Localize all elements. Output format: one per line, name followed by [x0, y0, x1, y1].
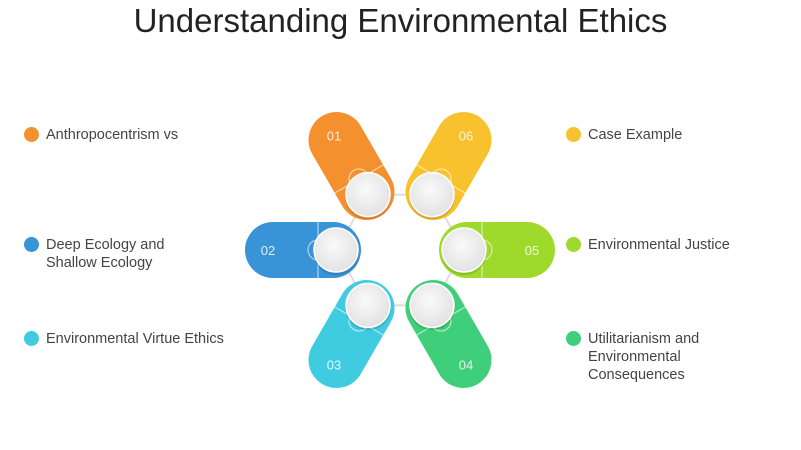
legend-label: Environmental Virtue Ethics — [46, 331, 224, 347]
legend-label: Anthropocentrism vs — [46, 127, 179, 143]
bullet-dot — [566, 237, 581, 252]
pill-03: 03 — [308, 280, 395, 388]
legend-label: Utilitarianism and Environmental Consequ… — [588, 331, 700, 383]
bullet-dot — [24, 127, 39, 142]
bullet-dot — [566, 127, 581, 142]
pill-number: 03 — [327, 357, 341, 372]
bullet-dot — [24, 237, 39, 252]
legend-label: Case Example — [588, 127, 683, 143]
pill-number: 05 — [525, 243, 539, 258]
bullet-dot — [24, 331, 39, 346]
legend-item-05: Environmental Justice — [566, 236, 786, 254]
pill-shape — [308, 280, 395, 388]
pill-shape — [405, 280, 492, 388]
pill-number: 01 — [327, 129, 341, 144]
pill-number: 04 — [459, 357, 473, 372]
legend-item-04: Utilitarianism and Environmental Consequ… — [566, 330, 726, 384]
legend-label: Deep Ecology and Shallow Ecology — [46, 237, 165, 271]
legend-item-06: Case Example — [566, 126, 766, 144]
legend-item-02: Deep Ecology and Shallow Ecology — [24, 236, 214, 272]
pill-number: 02 — [261, 243, 275, 258]
center-circle — [313, 227, 359, 273]
center-circle — [345, 282, 391, 329]
legend-label: Environmental Justice — [588, 237, 730, 253]
pill-number: 06 — [459, 129, 473, 144]
pill-04: 04 — [405, 280, 492, 388]
legend-item-01: Anthropocentrism vs — [24, 126, 224, 144]
center-circle — [409, 282, 455, 329]
legend-item-03: Environmental Virtue Ethics — [24, 330, 234, 348]
center-circle — [441, 227, 487, 273]
center-circle — [345, 171, 391, 218]
bullet-dot — [566, 331, 581, 346]
center-circle — [409, 171, 455, 218]
page-title: Understanding Environmental Ethics — [133, 2, 668, 39]
